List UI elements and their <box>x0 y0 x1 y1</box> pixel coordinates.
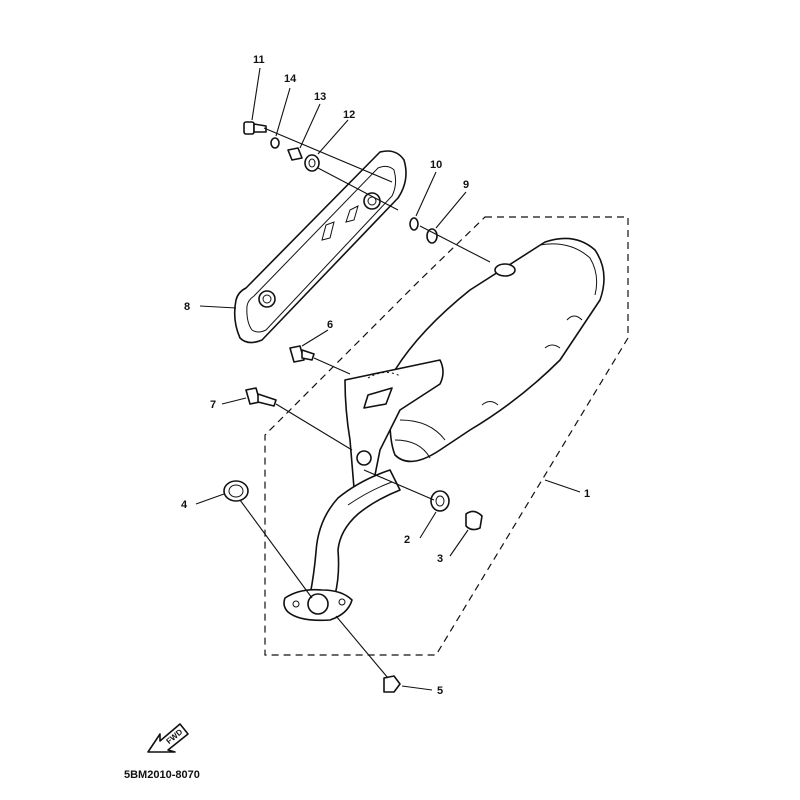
callout-12: 12 <box>343 109 355 121</box>
washer-part-10[interactable] <box>409 217 419 231</box>
heat-protector-part[interactable] <box>233 150 407 344</box>
callout-4: 4 <box>181 499 188 511</box>
washer-part-14[interactable] <box>270 137 280 149</box>
callout-3: 3 <box>437 553 443 565</box>
callout-6: 6 <box>327 319 333 331</box>
callout-9: 9 <box>463 179 469 191</box>
grommet-part-12[interactable] <box>304 154 320 172</box>
callout-2: 2 <box>404 534 410 546</box>
drawing-code: 5BM2010-8070 <box>124 769 200 781</box>
callout-14: 14 <box>284 73 297 85</box>
assembly-group-outline <box>264 216 629 656</box>
collar-part-3[interactable] <box>465 510 483 531</box>
bolt-part-11[interactable] <box>243 121 267 135</box>
callout-10: 10 <box>430 159 442 171</box>
callout-13: 13 <box>314 91 326 103</box>
nut-part-5[interactable] <box>383 675 401 693</box>
callout-11: 11 <box>253 54 265 66</box>
washer-part-9[interactable] <box>426 228 438 244</box>
fwd-arrow-icon: FWD <box>147 723 189 753</box>
muffler-bracket <box>344 359 444 501</box>
bolt-part-6[interactable] <box>289 345 315 363</box>
damper-part-2[interactable] <box>430 490 450 512</box>
collar-part-13[interactable] <box>287 147 303 161</box>
gasket-part-4[interactable] <box>223 480 249 502</box>
bolt-part-7[interactable] <box>245 387 277 407</box>
callout-5: 5 <box>437 685 443 697</box>
callout-7: 7 <box>210 399 216 411</box>
leader-lines <box>195 67 581 691</box>
muffler-body <box>389 237 605 463</box>
callout-1: 1 <box>584 488 590 500</box>
exhaust-pipe <box>283 469 401 622</box>
callout-8: 8 <box>184 301 190 313</box>
